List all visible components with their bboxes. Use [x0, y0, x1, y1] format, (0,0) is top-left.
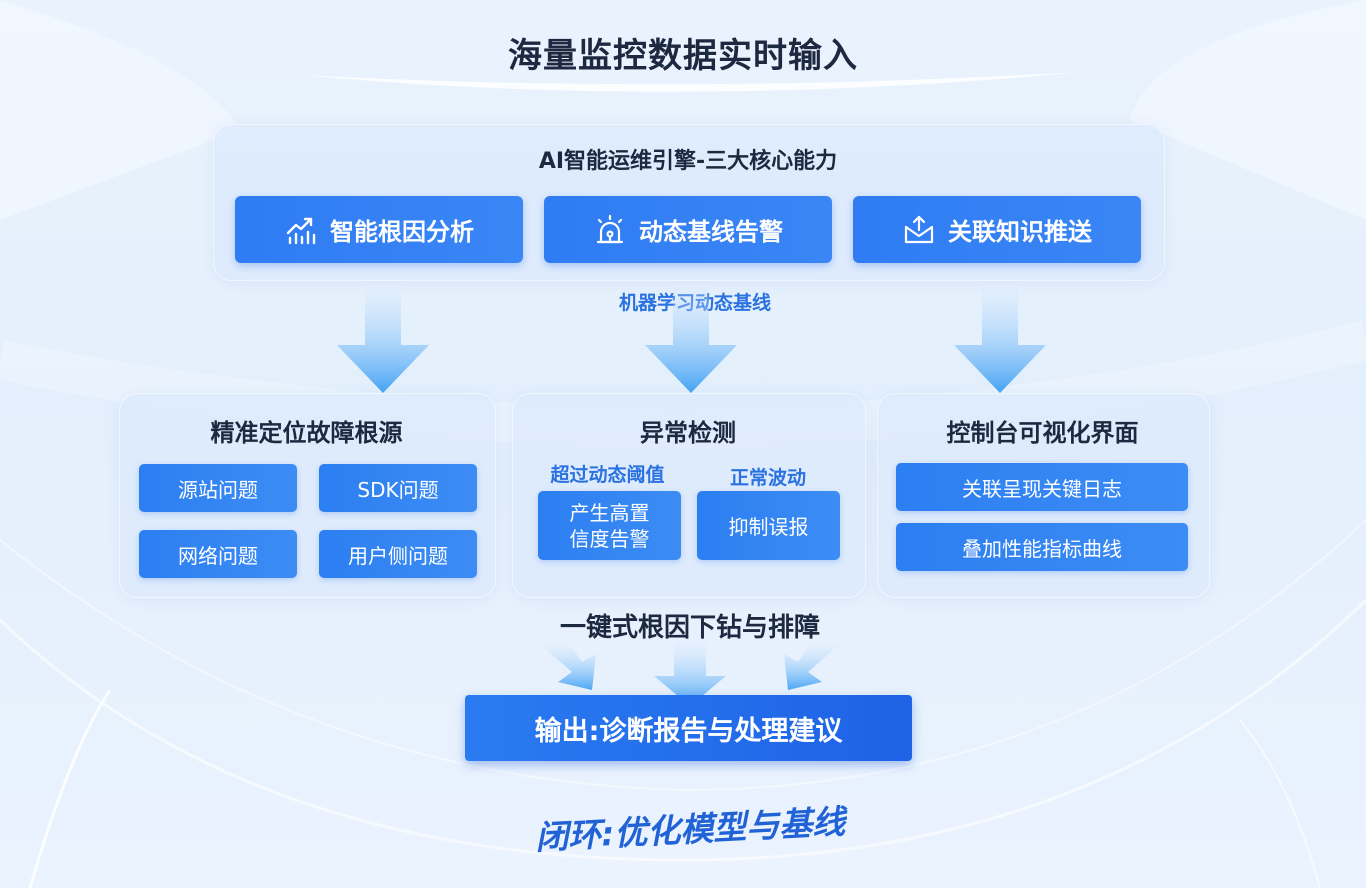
suppress-false-alarm-chip[interactable]: 抑制误报: [697, 491, 840, 560]
root-cause-analysis-button[interactable]: 智能根因分析: [235, 196, 523, 263]
client-side-issue-chip[interactable]: 用户侧问题: [319, 530, 477, 578]
one-click-drilldown-label: 一键式根因下钻与排障: [559, 613, 820, 643]
origin-issue-chip[interactable]: 源站问题: [139, 464, 297, 512]
locate-root-title: 精准定位故障根源: [210, 419, 403, 447]
ai-engine-title: AI智能运维引擎-三大核心能力: [538, 149, 838, 174]
capability-label: 关联知识推送: [948, 218, 1092, 246]
sdk-issue-chip[interactable]: SDK问题: [319, 464, 477, 512]
converge-arrows-icon: [540, 642, 840, 706]
output-report-button[interactable]: 输出:诊断报告与处理建议: [465, 695, 912, 761]
console-visual-title: 控制台可视化界面: [946, 419, 1139, 447]
capability-label: 智能根因分析: [330, 218, 474, 246]
share-inbox-icon: [904, 215, 934, 243]
down-arrow-icon: [954, 285, 1046, 393]
knowledge-push-button[interactable]: 关联知识推送: [853, 196, 1141, 263]
alarm-light-icon: [596, 214, 624, 243]
anomaly-detection-title: 异常检测: [640, 419, 736, 447]
exceed-threshold-label: 超过动态阈值: [550, 464, 665, 486]
trend-chart-icon: [286, 217, 316, 244]
performance-curve-chip[interactable]: 叠加性能指标曲线: [896, 523, 1188, 571]
high-confidence-alert-chip[interactable]: 产生高置 信度告警: [538, 491, 681, 560]
dynamic-baseline-alert-button[interactable]: 动态基线告警: [544, 196, 832, 263]
down-arrow-icon: [337, 285, 429, 393]
page-title: 海量监控数据实时输入: [508, 36, 858, 76]
down-arrow-icon: [645, 285, 737, 393]
chip-line: 信度告警: [569, 526, 650, 551]
chip-line: 产生高置: [569, 500, 650, 525]
network-issue-chip[interactable]: 网络问题: [139, 530, 297, 578]
normal-fluctuation-label: 正常波动: [729, 467, 806, 489]
key-logs-chip[interactable]: 关联呈现关键日志: [896, 463, 1188, 511]
capability-label: 动态基线告警: [639, 218, 783, 246]
